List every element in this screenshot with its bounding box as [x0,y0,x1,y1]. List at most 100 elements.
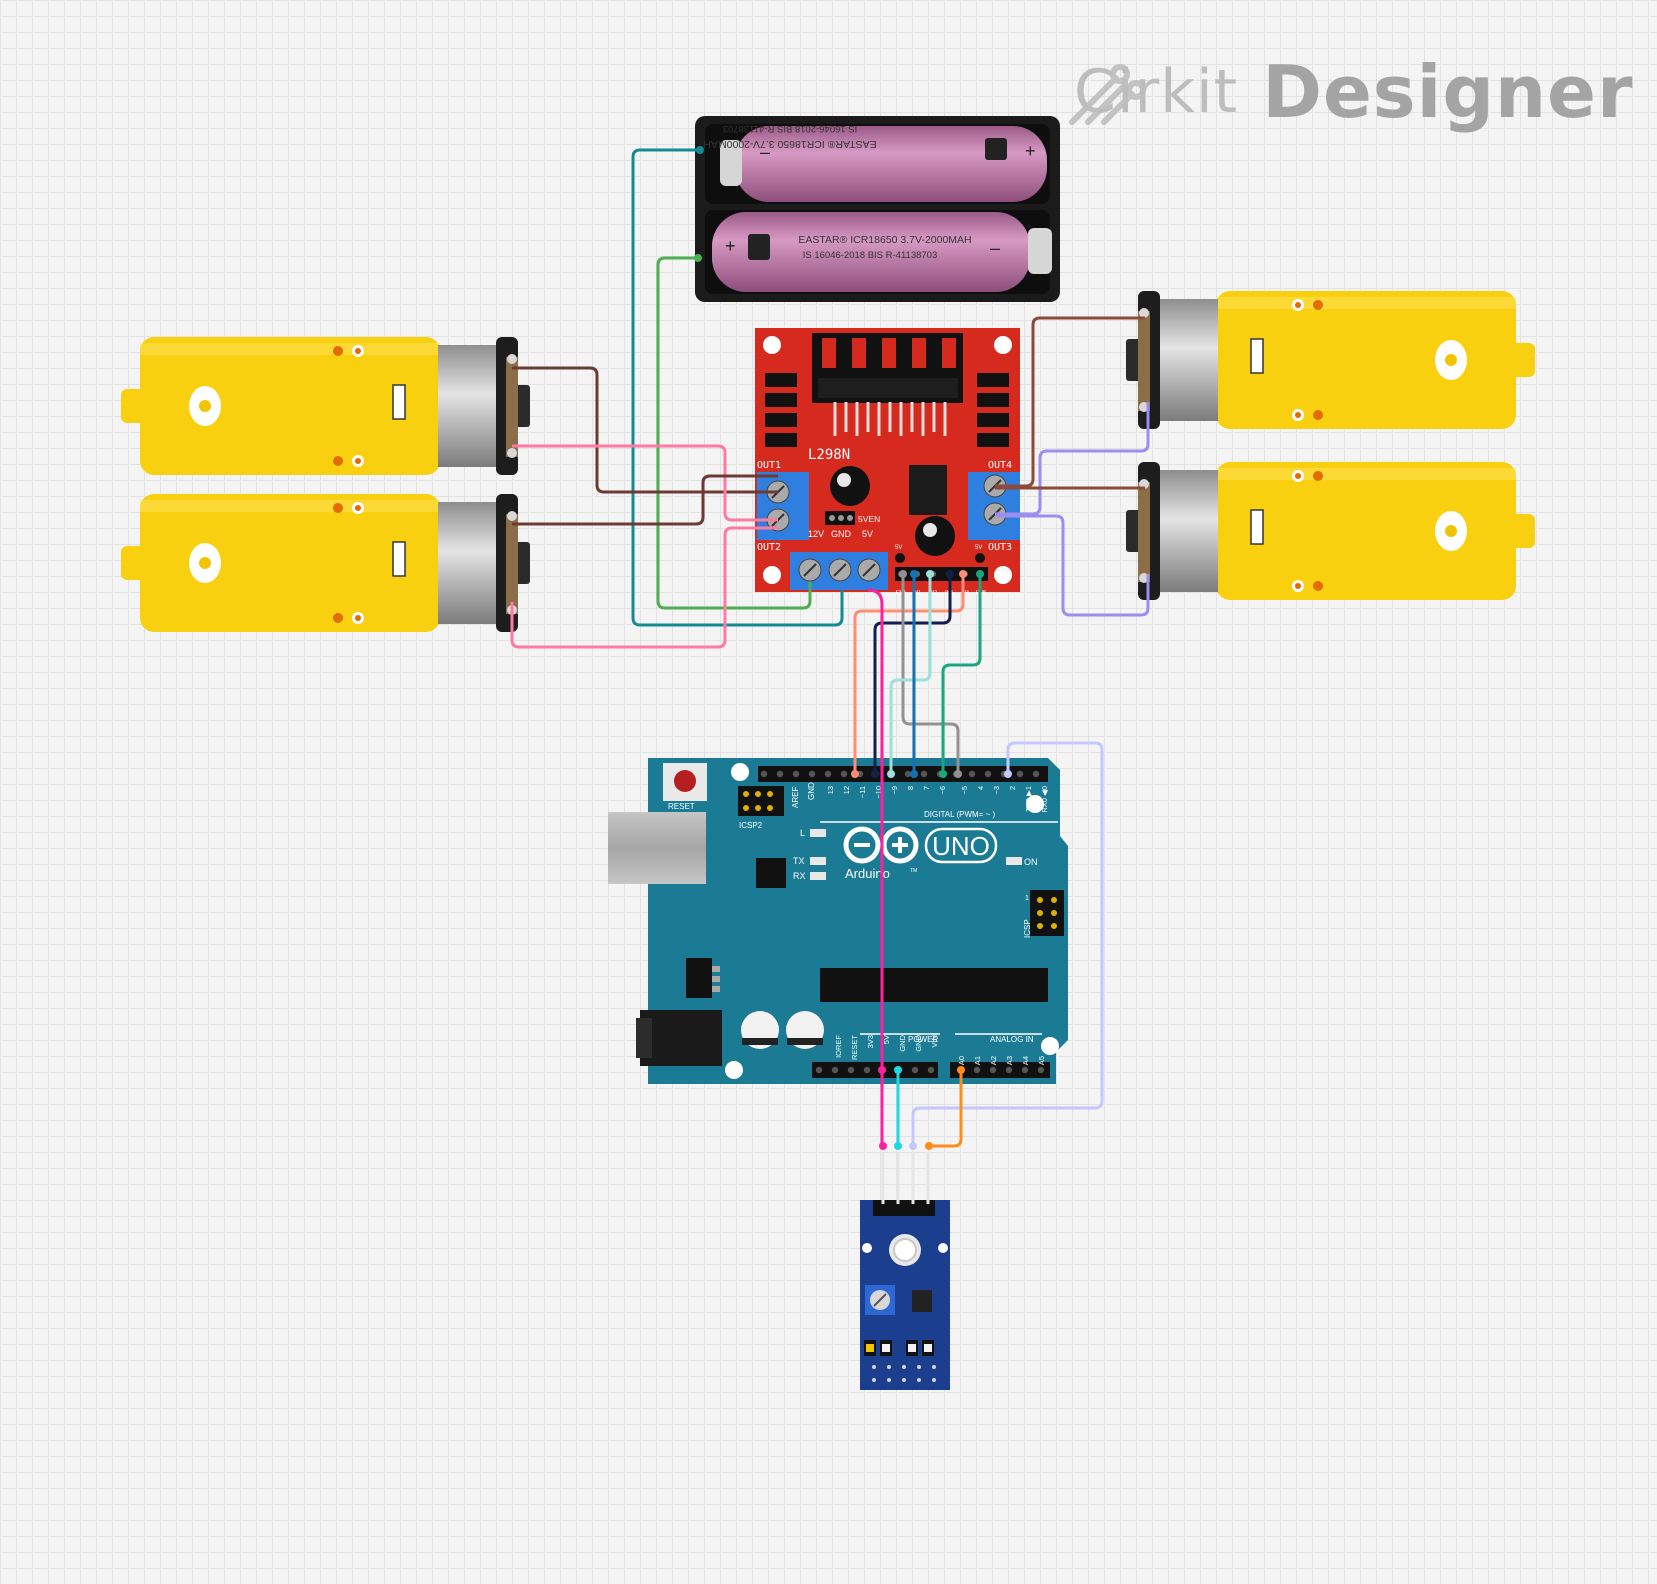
battery-minus-label: – [760,142,770,162]
power-header[interactable] [812,1062,938,1078]
label-digital-pin: 8 [906,786,915,790]
header-hole[interactable] [973,1066,981,1074]
label-out1: OUT1 [757,460,781,471]
wire-motor-rb-purple[interactable] [995,514,1150,617]
wire-in3[interactable] [889,574,932,774]
label-uno: UNO [932,831,990,861]
analog-header[interactable] [950,1062,1050,1078]
sensor-module[interactable] [860,1152,950,1390]
driver-input-header[interactable] [895,567,988,581]
label-digital-pin: RX0 ◀0 [1040,786,1049,813]
atmega-chip [820,968,1048,1002]
battery-top-label-2: IS 16046-2018 BIS R-41138703 [723,123,858,134]
comparator-chip [912,1290,932,1312]
wire-battery-positive[interactable] [631,148,844,627]
app-logo: Cirkit Designer [1066,50,1634,134]
wire-motor-lb-pink[interactable] [510,526,778,649]
wire-motor-rt-purple[interactable] [995,402,1150,516]
battery-cell-top: + – EASTAR® ICR18650 3.7V-2000MAH IS 160… [703,123,1047,202]
wire-motor-lt-pink[interactable] [512,444,778,522]
logo-cirkit: Cirkit [1074,57,1239,127]
terminal-power[interactable] [790,552,888,590]
label-power: POWER [908,1035,938,1044]
label-power-pin: IOREF [834,1035,843,1058]
led-tx [810,857,826,865]
wire-motor-rt-brown[interactable] [995,316,1145,488]
label-out2: OUT2 [757,542,781,553]
header-hole[interactable] [1016,770,1024,778]
header-hole[interactable] [911,1066,919,1074]
header-hole[interactable] [776,770,784,778]
label-analog-pin: A5 [1037,1056,1046,1065]
label-power-pin: GND [898,1034,907,1051]
led-rx [810,872,826,880]
header-hole[interactable] [863,1066,871,1074]
label-digital-pin: ~9 [890,786,899,795]
label-gnd: GND [831,529,852,539]
terminal-out12[interactable] [757,472,809,540]
label-analog-pin: A4 [1021,1056,1030,1065]
header-hole[interactable] [989,1066,997,1074]
header-hole[interactable] [1032,770,1040,778]
header-hole[interactable] [1037,1066,1045,1074]
wire-digital-lavender[interactable] [911,741,1104,1146]
logo-designer: Designer [1262,50,1634,134]
header-hole[interactable] [1005,1066,1013,1074]
motor-right-bottom[interactable] [1125,461,1536,601]
battery-plus-label: + [725,236,736,256]
header-hole[interactable] [1021,1066,1029,1074]
label-driver-input-pin: IN1 [913,590,921,596]
header-hole[interactable] [904,770,912,778]
header-hole[interactable] [920,770,928,778]
label-out4: OUT4 [988,460,1012,471]
header-hole[interactable] [760,770,768,778]
icsp-header [1030,890,1064,936]
motor-right-top[interactable] [1125,290,1536,430]
header-hole[interactable] [847,1066,855,1074]
motor-left-bottom[interactable] [120,493,531,633]
motor-left-top[interactable] [120,336,531,476]
label-driver-input-pin: ENA [896,590,907,596]
wire-ena[interactable] [853,574,965,774]
label-arduino: Arduino [845,866,890,881]
header-hole[interactable] [808,770,816,778]
jumper-5ven[interactable] [825,511,855,525]
label-analog-pin: A3 [1005,1056,1014,1065]
digital-header[interactable] [758,766,1048,782]
diodes-right [977,373,1009,447]
wire-a0-orange[interactable] [929,1070,963,1148]
wire-battery-negative[interactable] [656,256,812,610]
wire-motor-lb-brown[interactable] [512,474,778,526]
battery-bottom-label-1: EASTAR® ICR18650 3.7V-2000MAH [798,234,971,246]
usb-port[interactable] [608,812,706,884]
header-hole[interactable] [984,770,992,778]
label-digital-pin: 12 [842,786,851,794]
label-tm: TM [910,868,917,874]
terminal-out34[interactable] [968,472,1020,540]
label-ena-5v: 5V [895,545,902,551]
battery-plus-label: + [1025,141,1036,161]
battery-holder[interactable]: + – EASTAR® ICR18650 3.7V-2000MAH IS 160… [694,116,1060,302]
header-hole[interactable] [840,770,848,778]
battery-cell-bottom: + – EASTAR® ICR18650 3.7V-2000MAH IS 160… [712,212,1052,292]
label-icsp: ICSP [1023,919,1032,938]
header-hole[interactable] [831,1066,839,1074]
label-reset: RESET [668,802,695,811]
header-hole[interactable] [824,770,832,778]
header-hole[interactable] [815,1066,823,1074]
reset-button[interactable] [663,763,707,801]
header-hole[interactable] [927,1066,935,1074]
wire-in2[interactable] [901,574,960,774]
label-digital-pin: ~3 [992,786,1001,795]
l298n-driver[interactable]: L298N OUT1 OUT2 OUT4 OUT3 12V GND 5V [755,328,1020,596]
header-hole[interactable] [792,770,800,778]
header-hole[interactable] [968,770,976,778]
wire-motor-lt-brown[interactable] [512,366,778,494]
wire-5v-pink[interactable] [867,588,884,1146]
battery-minus-label: – [990,238,1000,258]
dc-jack[interactable] [640,1010,722,1066]
label-led-tx: TX [793,856,805,866]
wire-enb[interactable] [941,574,982,774]
